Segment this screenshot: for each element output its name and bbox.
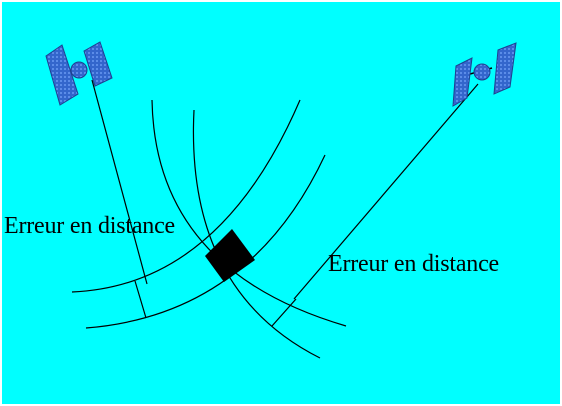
range-arc-left-inner xyxy=(85,154,326,329)
distance-error-label-right: Erreur en distance xyxy=(328,251,499,277)
error-tick-right xyxy=(271,298,297,327)
satellite-left-icon xyxy=(45,41,113,106)
range-arc-right-outer xyxy=(192,109,321,359)
intersection-zone xyxy=(205,229,255,282)
range-arc-right-inner xyxy=(151,99,347,327)
error-tick-left xyxy=(134,280,147,319)
signal-line-left xyxy=(91,79,148,285)
range-arc-left-outer xyxy=(71,99,301,293)
distance-error-label-left: Erreur en distance xyxy=(4,213,175,239)
satellite-right-icon xyxy=(452,42,517,107)
signal-line-right xyxy=(293,83,479,300)
